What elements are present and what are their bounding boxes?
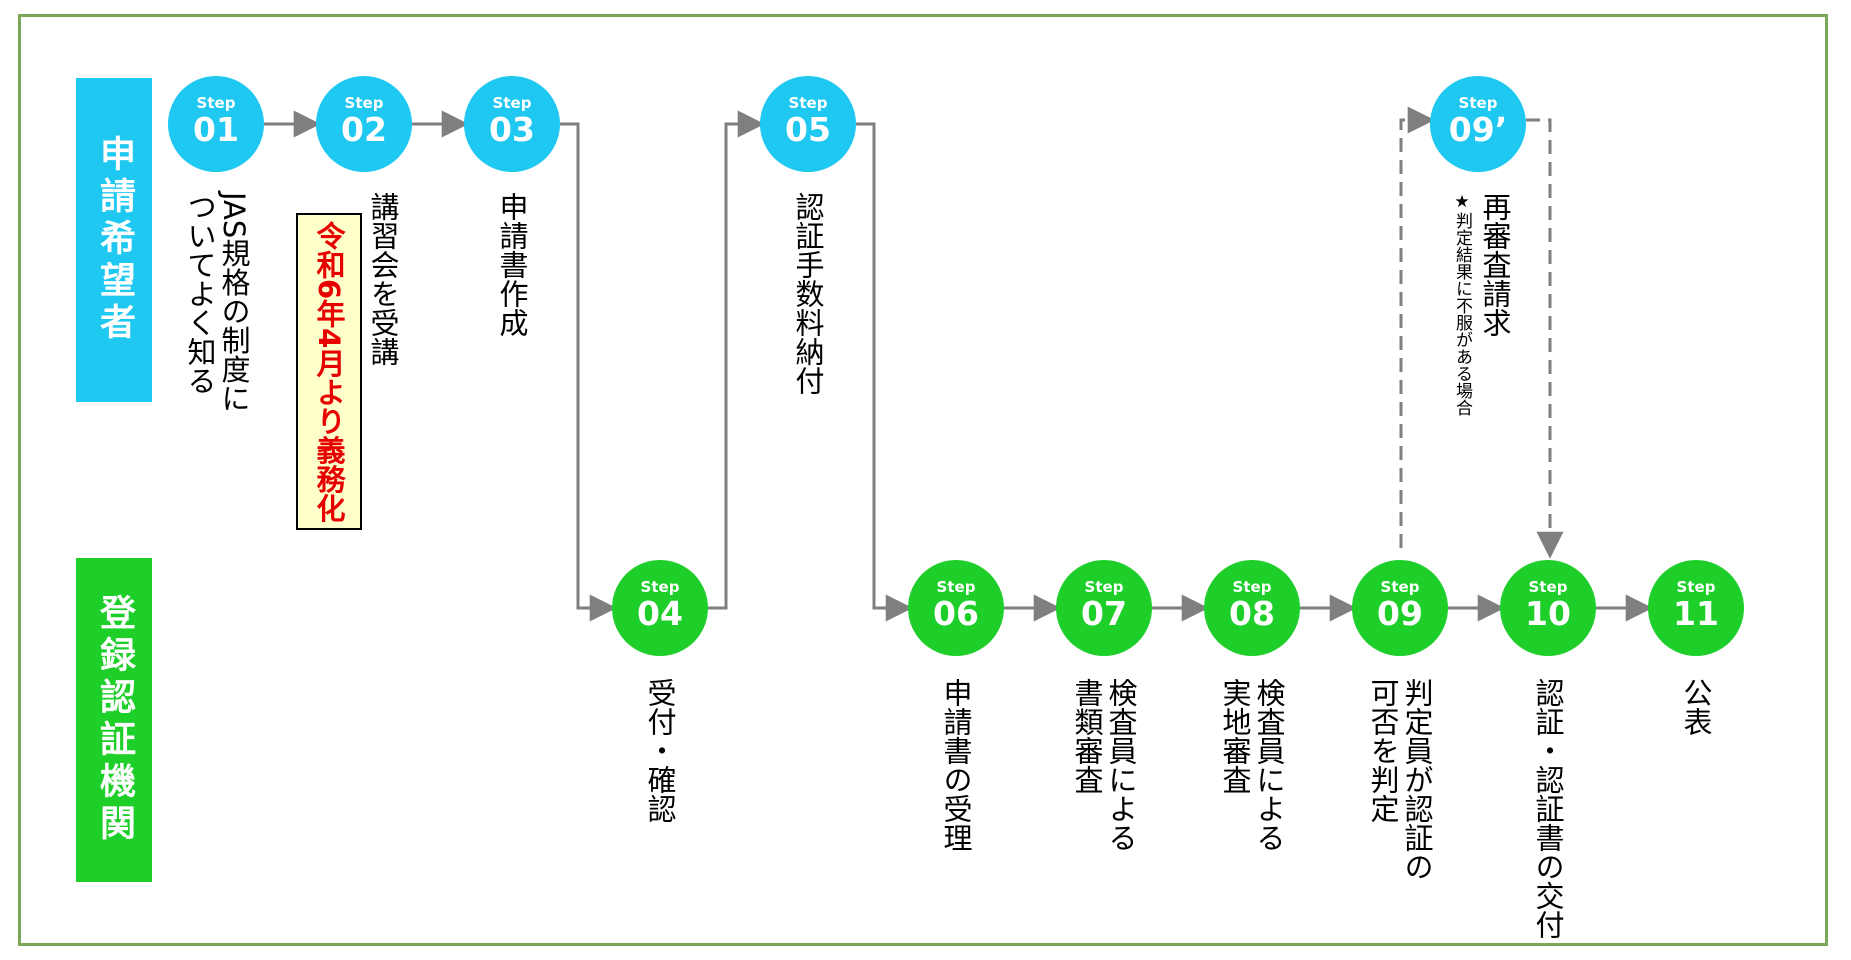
step-label: Step xyxy=(1380,577,1420,596)
step-label: Step xyxy=(1458,93,1498,112)
arrow-03-04 xyxy=(560,122,617,622)
step-06-description: 申請書の受理 xyxy=(939,678,973,852)
step-10-description: 認証・認証書の交付 xyxy=(1531,678,1565,939)
step-label: Step xyxy=(344,93,384,112)
step-number: 05 xyxy=(785,109,831,149)
mandatory-notice-text: 令和6年4月より義務化 xyxy=(312,221,346,523)
arrow-05-06 xyxy=(856,122,913,622)
step-number: 09 xyxy=(1377,593,1423,633)
lane-certifier: 登録認証機関 xyxy=(76,558,152,882)
step-07-description: 検査員による 書類審査 xyxy=(1070,678,1138,852)
step-label: Step xyxy=(1232,577,1272,596)
arrow-09b-10 xyxy=(1526,118,1564,559)
step-number: 06 xyxy=(933,593,979,633)
step-08-circle: Step 08 xyxy=(1204,560,1300,656)
arrow-09-09b xyxy=(1399,106,1435,548)
step-02-circle: Step 02 xyxy=(316,76,412,172)
arrow-04-05 xyxy=(708,110,765,610)
step-label: Step xyxy=(1676,577,1716,596)
step-06-circle: Step 06 xyxy=(908,560,1004,656)
step-09-description: 判定員が認証の 可否を判定 xyxy=(1366,678,1434,881)
step-label: Step xyxy=(1528,577,1568,596)
step-number: 08 xyxy=(1229,593,1275,633)
step-09b-circle: Step 09’ xyxy=(1430,76,1526,172)
step-07-circle: Step 07 xyxy=(1056,560,1152,656)
step-09b-note: ★判定結果に不服がある場合 xyxy=(1452,192,1472,416)
lane-certifier-label: 登録認証機関 xyxy=(94,594,135,846)
step-number: 11 xyxy=(1673,593,1719,633)
lane-applicant-label: 申請希望者 xyxy=(94,135,135,345)
step-number: 04 xyxy=(637,593,683,633)
step-label: Step xyxy=(936,577,976,596)
mandatory-notice: 令和6年4月より義務化 xyxy=(296,213,362,530)
step-04-description: 受付・確認 xyxy=(643,678,677,823)
step-01-description: JAS規格の制度に ついてよく知る xyxy=(183,192,251,413)
step-number: 01 xyxy=(193,109,239,149)
step-04-circle: Step 04 xyxy=(612,560,708,656)
step-label: Step xyxy=(1084,577,1124,596)
step-number: 09’ xyxy=(1448,109,1508,149)
step-label: Step xyxy=(640,577,680,596)
step-label: Step xyxy=(788,93,828,112)
diagram-frame xyxy=(18,14,1828,946)
step-03-description: 申請書作成 xyxy=(495,192,529,337)
step-number: 07 xyxy=(1081,593,1127,633)
lane-applicant: 申請希望者 xyxy=(76,78,152,402)
step-09-circle: Step 09 xyxy=(1352,560,1448,656)
step-number: 02 xyxy=(341,109,387,149)
step-10-circle: Step 10 xyxy=(1500,560,1596,656)
step-11-description: 公表 xyxy=(1679,678,1713,736)
step-05-description: 認証手数料納付 xyxy=(791,192,825,395)
step-09b-description: 再審査請求 xyxy=(1478,192,1512,337)
step-label: Step xyxy=(492,93,532,112)
step-05-circle: Step 05 xyxy=(760,76,856,172)
step-number: 03 xyxy=(489,109,535,149)
step-03-circle: Step 03 xyxy=(464,76,560,172)
step-08-description: 検査員による 実地審査 xyxy=(1218,678,1286,852)
step-11-circle: Step 11 xyxy=(1648,560,1744,656)
step-01-circle: Step 01 xyxy=(168,76,264,172)
step-number: 10 xyxy=(1525,593,1571,633)
step-02-description: 講習会を受講 xyxy=(366,192,400,366)
step-label: Step xyxy=(196,93,236,112)
